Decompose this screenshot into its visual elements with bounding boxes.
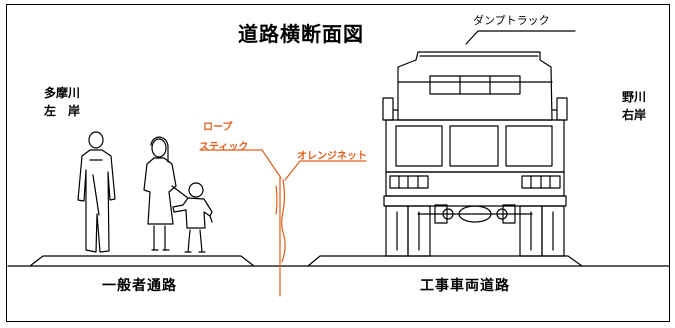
- left-bank-line-1: 多摩川: [44, 86, 81, 100]
- right-bank-label: 野川 右岸: [622, 88, 646, 124]
- stick-label: スティック: [199, 142, 249, 153]
- dump-truck-label: ダンプトラック: [473, 14, 550, 27]
- truck-leader-line: [465, 30, 576, 45]
- left-bank-label: 多摩川 左 岸: [44, 84, 80, 120]
- adult-woman-figure: [143, 136, 189, 251]
- rope-label: ロープ: [203, 122, 233, 133]
- orange-net-leader: [284, 160, 367, 181]
- left-walkway: [29, 255, 255, 267]
- right-bank-line-1: 野川: [622, 90, 647, 104]
- rope-stick-net: [199, 149, 367, 297]
- left-bank-line-2: 左 岸: [44, 104, 81, 118]
- right-road: [307, 255, 583, 267]
- dump-truck: [382, 51, 568, 257]
- orange-net-label: オレンジネット: [297, 151, 367, 162]
- diagram-frame: [6, 4, 670, 322]
- rope-stick-leader: [199, 149, 282, 179]
- diagram-title: 道路横断面図: [238, 22, 364, 46]
- construction-road-label: 工事車両道路: [420, 278, 510, 294]
- child-figure: [172, 182, 213, 253]
- adult-man-figure: [77, 131, 116, 253]
- right-bank-line-2: 右岸: [622, 108, 647, 122]
- pedestrian-path-label: 一般者通路: [102, 278, 177, 294]
- net-drape: [281, 179, 286, 263]
